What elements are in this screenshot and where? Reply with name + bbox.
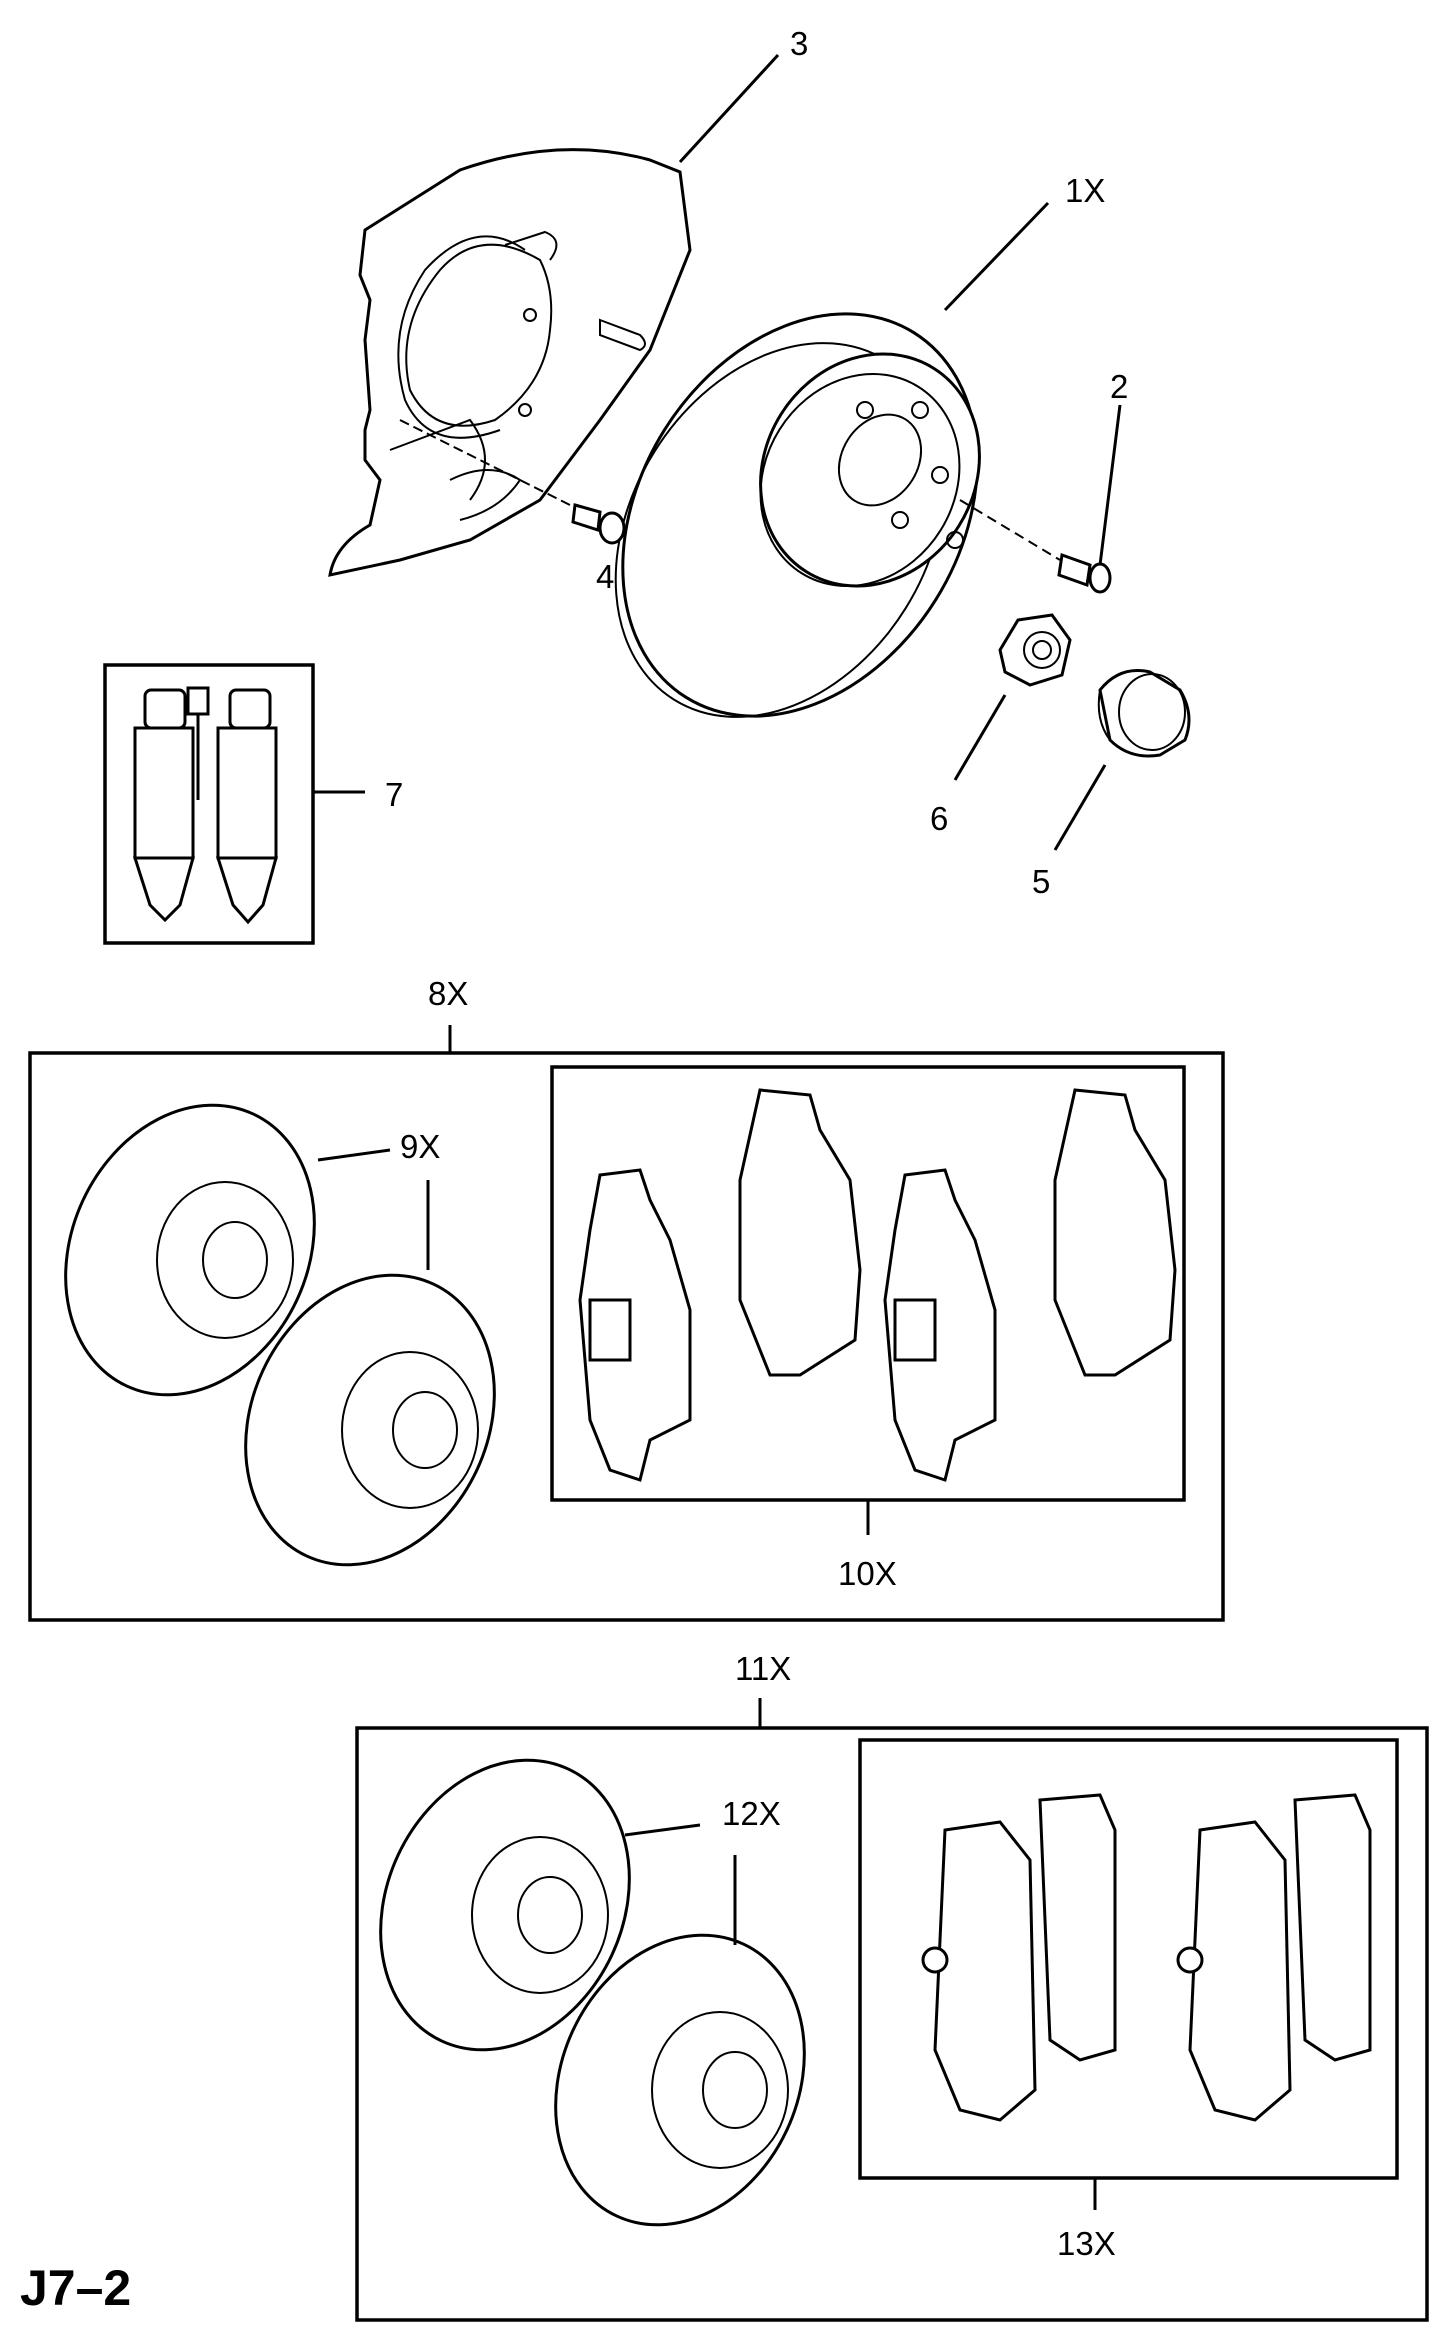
callout-4: 4 <box>596 558 614 595</box>
brake-disc-part-1x <box>614 312 981 718</box>
caliper-kit-part-7 <box>103 663 315 945</box>
callout-7: 7 <box>385 776 403 813</box>
brake-disc-part-12x-rear <box>554 1933 806 2227</box>
callout-8x: 8X <box>428 975 468 1012</box>
callout-10x: 10X <box>838 1555 897 1592</box>
callout-12x: 12X <box>722 1795 781 1832</box>
callout-6: 6 <box>930 800 948 837</box>
brake-shield-part-3 <box>328 148 692 577</box>
brake-pads-part-13x <box>921 1793 1372 2122</box>
caliper-piston-left <box>132 688 195 923</box>
caliper-tool <box>186 686 210 800</box>
callout-1x: 1X <box>1065 172 1105 209</box>
brake-pads-part-10x <box>578 1088 1177 1482</box>
cap-part-5 <box>1097 669 1191 758</box>
callout-labels: 3 1X 2 4 6 5 7 8X 9X 10X 11X 12X 13X J7–… <box>20 25 1128 2316</box>
callout-3: 3 <box>790 25 808 62</box>
leader-lines <box>313 53 1122 2210</box>
page-reference: J7–2 <box>20 2260 131 2316</box>
brake-disc-part-9x-front <box>64 1103 316 1397</box>
callout-9x: 9X <box>400 1128 440 1165</box>
brake-disc-part-9x-rear <box>244 1273 496 1567</box>
nut-part-6 <box>998 613 1072 687</box>
kit-11x-frame <box>355 1726 1429 2322</box>
callout-13x: 13X <box>1057 2225 1116 2262</box>
bolt-part-2 <box>959 499 1112 594</box>
brake-disc-part-12x-front <box>379 1758 631 2052</box>
callout-2: 2 <box>1110 368 1128 405</box>
callout-5: 5 <box>1032 863 1050 900</box>
caliper-piston-right <box>215 688 278 925</box>
screw-part-4 <box>399 419 626 545</box>
callout-11x: 11X <box>735 1650 791 1687</box>
